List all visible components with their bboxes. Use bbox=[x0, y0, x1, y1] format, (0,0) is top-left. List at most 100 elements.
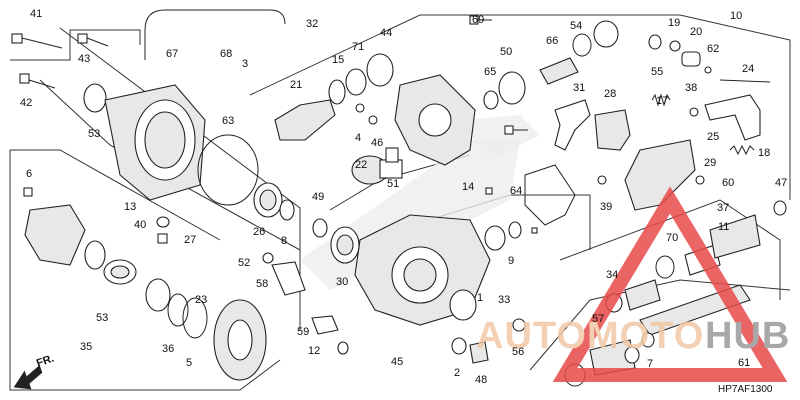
callout-40: 40 bbox=[134, 219, 146, 231]
front-indicator: FR. bbox=[13, 352, 56, 390]
case-bore bbox=[418, 103, 452, 137]
callout-56: 56 bbox=[512, 346, 524, 358]
callout-71: 71 bbox=[352, 41, 364, 53]
gasket-61 bbox=[524, 164, 576, 226]
callout-57: 57 bbox=[592, 313, 604, 325]
washer-47 bbox=[156, 216, 170, 228]
callout-68: 68 bbox=[220, 48, 232, 60]
clip-62 bbox=[704, 66, 712, 74]
callout-38: 38 bbox=[685, 82, 697, 94]
bearing-71 bbox=[345, 68, 367, 96]
callout-25: 25 bbox=[707, 131, 719, 143]
cam-ring-34 bbox=[103, 259, 137, 285]
pinion-gear-21 bbox=[274, 99, 336, 141]
shim-36 bbox=[182, 297, 208, 339]
bolt-42 bbox=[19, 73, 56, 89]
callout-32: 32 bbox=[306, 18, 318, 30]
o-ring-63 bbox=[197, 134, 259, 206]
bearing-inner bbox=[336, 234, 354, 256]
bolt-69-lower bbox=[504, 125, 528, 135]
frame-line bbox=[559, 199, 781, 300]
callout-63: 63 bbox=[222, 115, 234, 127]
callout-26: 26 bbox=[253, 226, 265, 238]
bolt-39-right bbox=[695, 175, 705, 185]
callout-46: 46 bbox=[371, 137, 383, 149]
bolt-head bbox=[504, 125, 514, 135]
ring-60 bbox=[773, 200, 787, 216]
washer-46 bbox=[368, 115, 378, 125]
bolt-head bbox=[19, 73, 30, 84]
callout-6: 6 bbox=[26, 168, 32, 180]
callout-64: 64 bbox=[510, 185, 522, 197]
callout-31: 31 bbox=[573, 82, 585, 94]
callout-48: 48 bbox=[475, 374, 487, 386]
frame-line bbox=[39, 79, 301, 251]
plate-28 bbox=[594, 109, 631, 151]
bolt-shank bbox=[86, 37, 109, 47]
seal-53-lower bbox=[449, 289, 477, 321]
frame-line bbox=[10, 29, 141, 61]
shade-area bbox=[460, 115, 540, 160]
case-bore-inner bbox=[403, 258, 437, 292]
front-arrow-icon bbox=[13, 365, 43, 390]
nut-4 bbox=[355, 103, 365, 113]
bolt-shank bbox=[28, 79, 56, 89]
callout-11: 11 bbox=[718, 221, 729, 233]
callout-17: 17 bbox=[656, 95, 668, 107]
callout-3: 3 bbox=[242, 58, 248, 70]
callout-44: 44 bbox=[380, 27, 392, 39]
ring-inner bbox=[110, 265, 130, 279]
callout-49: 49 bbox=[312, 191, 324, 203]
callout-21: 21 bbox=[290, 79, 302, 91]
bearing-inner bbox=[259, 189, 277, 211]
ring-58-lower bbox=[624, 346, 640, 364]
actuator-20 bbox=[681, 51, 701, 67]
ring-57-upper bbox=[655, 255, 675, 279]
bracket-30 bbox=[271, 261, 306, 296]
callout-22: 22 bbox=[355, 159, 367, 171]
bolt-64-upper bbox=[485, 187, 493, 195]
callout-28: 28 bbox=[604, 88, 616, 100]
callout-5: 5 bbox=[186, 357, 192, 369]
callout-8: 8 bbox=[281, 235, 287, 247]
watermark-text-right: HUB bbox=[705, 315, 790, 357]
bolt-38 bbox=[689, 107, 699, 117]
callout-37: 37 bbox=[717, 202, 729, 214]
washer-56 bbox=[451, 337, 467, 355]
callout-65: 65 bbox=[484, 66, 496, 78]
bolt-43 bbox=[77, 33, 109, 47]
motor-body bbox=[624, 139, 696, 211]
gear-22 bbox=[351, 155, 403, 185]
bolt-39-left bbox=[597, 175, 607, 185]
bearing-52 bbox=[330, 226, 360, 264]
callout-27: 27 bbox=[184, 234, 196, 246]
bolt-shank bbox=[21, 37, 63, 49]
ring-27 bbox=[312, 218, 328, 238]
callout-58: 58 bbox=[256, 278, 268, 290]
callout-29: 29 bbox=[704, 157, 716, 169]
watermark: AUTOMOTO HUB bbox=[476, 186, 790, 382]
bolt-69-upper bbox=[469, 15, 492, 25]
spring-17 bbox=[651, 93, 671, 107]
shaft-56 bbox=[539, 57, 579, 85]
breather-tube-32 bbox=[144, 9, 286, 60]
callout-4: 4 bbox=[355, 132, 361, 144]
housing-ring bbox=[84, 240, 106, 270]
callout-45: 45 bbox=[391, 356, 403, 368]
callout-59: 59 bbox=[297, 326, 309, 338]
callout-50: 50 bbox=[500, 46, 512, 58]
bolt-41 bbox=[11, 33, 63, 49]
ring-65 bbox=[483, 90, 499, 110]
gear-case-cover-13 bbox=[104, 84, 206, 201]
callout-10: 10 bbox=[730, 10, 742, 22]
washer-19 bbox=[669, 40, 681, 52]
fork-25 bbox=[704, 94, 761, 141]
bolt-head bbox=[77, 33, 88, 44]
case-14 bbox=[394, 74, 476, 166]
pinion-body bbox=[274, 99, 336, 141]
seal-11 bbox=[484, 225, 506, 251]
callout-67: 67 bbox=[166, 48, 178, 60]
callout-30: 30 bbox=[336, 276, 348, 288]
